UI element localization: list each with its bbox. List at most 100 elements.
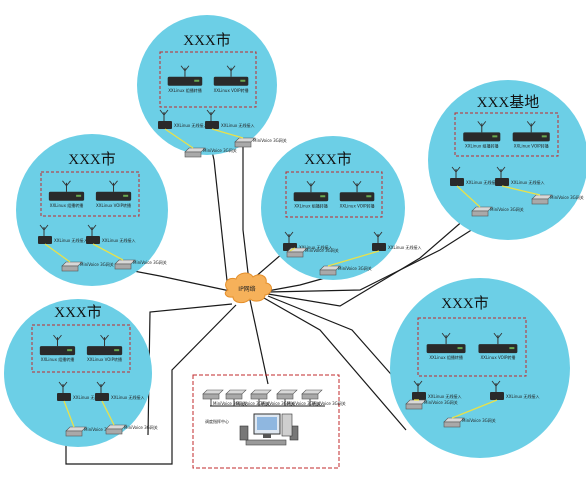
gateway-label: MiniVoice 3G网关 [253, 137, 287, 143]
client-antenna-icon [159, 109, 169, 121]
link-right-top-2 [267, 205, 481, 307]
gateway-label: MiniVoice 3G网关 [133, 259, 167, 265]
rack-device [426, 344, 466, 354]
rack-label: XXLinux 组播转播 [429, 354, 463, 360]
gateway-top [471, 206, 493, 212]
client-radio [205, 121, 219, 129]
radio-link [92, 243, 124, 261]
gateway-top [114, 259, 136, 265]
control-center-box [192, 374, 340, 469]
radio-link [451, 399, 498, 419]
link-bottom-left [147, 303, 233, 436]
rack-antenna-icon [441, 332, 451, 345]
client-antenna-icon [496, 166, 506, 178]
gateway-top [319, 265, 341, 271]
rack-antenna-icon [62, 180, 71, 192]
rack-antenna-icon [226, 65, 236, 77]
gateway-device [234, 141, 252, 148]
rack-device [95, 191, 132, 201]
gateway-device [286, 251, 304, 258]
rack-antenna-icon [180, 65, 190, 77]
client-label: XXLinux 无线接入 [466, 179, 500, 185]
monitor-screen [257, 417, 277, 430]
gateway-top [443, 417, 465, 423]
client-label: XXLinux 无线接入 [174, 122, 208, 128]
rack-device [512, 132, 550, 142]
client-antenna-icon [87, 224, 97, 236]
gateway-device [471, 210, 489, 217]
client-antenna-icon [451, 166, 461, 178]
gateway-label: MiniVoice 3G网关 [84, 426, 118, 432]
rack-antenna-icon [526, 121, 536, 133]
gateway-label: MiniVoice 3G网关 [338, 265, 372, 271]
client-label: XXLinux 无线接入 [221, 122, 255, 128]
radio-link [456, 185, 481, 208]
client-antenna-icon [284, 231, 294, 243]
gateway-top [531, 194, 553, 200]
rack-box [285, 171, 383, 218]
client-radio [86, 236, 100, 244]
gateway-top [286, 247, 308, 253]
site-title: XXX市 [183, 32, 231, 49]
client-label: XXLinux 无线接入 [506, 393, 540, 399]
site-title: XXX基地 [477, 94, 540, 111]
client-radio [372, 243, 386, 251]
rack-device [167, 76, 203, 86]
speaker-left [239, 425, 249, 441]
client-antenna-icon [58, 381, 68, 393]
gateway-label: MiniVoice 3G网关 [124, 424, 158, 430]
client-antenna-icon [373, 231, 383, 243]
rack-antenna-icon [477, 121, 487, 133]
link-center-2 [261, 277, 326, 293]
client-radio [450, 178, 464, 186]
gateway-label: MiniVoice 3G网关 [490, 206, 524, 212]
client-label: XXLinux 无线接入 [102, 237, 136, 243]
rack-antenna-icon [306, 180, 316, 193]
site-bottom-right: XXX市 XXLinux 组播转播 XXLinux VOIP转播 XXLinux 无线… [390, 278, 570, 458]
rack-box [159, 51, 257, 108]
client-antenna-icon [96, 381, 106, 393]
client-radio [38, 236, 52, 244]
rack-box [31, 324, 131, 373]
site-title: XXX市 [54, 304, 102, 321]
rack-label: XXLinux VOIP转播 [214, 87, 249, 93]
rack-antenna-icon [109, 180, 118, 192]
gateway-label: MiniVoice 3G网关 [203, 147, 237, 153]
client-radio [490, 392, 504, 400]
radio-link [211, 128, 244, 139]
rack-device [86, 346, 123, 356]
rack-device [213, 76, 249, 86]
gateway-top [184, 147, 206, 153]
gateway-label: MiniVoice 3G网关 [550, 194, 584, 200]
client-radio [412, 392, 426, 400]
client-antenna-icon [206, 109, 216, 121]
gateway-device [65, 430, 83, 437]
gateway-label: MiniVoice 3G网关 [305, 247, 339, 253]
gateway-label: MiniVoice 3G网关 [80, 261, 114, 267]
gateway-device [319, 269, 337, 276]
ip-network-cloud: IP网络 [224, 272, 272, 304]
cc-gateway [301, 393, 319, 400]
link-bottom-left-2 [65, 304, 237, 465]
client-radio [158, 121, 172, 129]
rack-label: XXLinux VOIP转播 [480, 354, 515, 360]
client-label: XXLinux 无线接入 [428, 393, 462, 399]
gateway-device [443, 421, 461, 428]
link-control [249, 299, 269, 385]
client-label: XXLinux 无线接入 [111, 394, 145, 400]
cc-gateway-label: MiniVoice 3G网关 [213, 400, 247, 406]
cc-gateway-label: MiniVoice 3G网关 [287, 400, 321, 406]
rack-label: XXLinux VOIP转播 [96, 202, 131, 208]
cc-gateway [225, 393, 243, 400]
rack-label: XXLinux 组播转播 [168, 87, 202, 93]
gateway-label: MiniVoice 3G网关 [462, 417, 496, 423]
client-label: XXLinux 无线接入 [511, 179, 545, 185]
gateway-device [61, 265, 79, 272]
site-title: XXX市 [441, 295, 489, 312]
cc-gateway [202, 393, 220, 400]
cc-gateway-label: MiniVoice 3G网关 [236, 400, 270, 406]
client-radio [57, 393, 71, 401]
keyboard [245, 439, 287, 446]
